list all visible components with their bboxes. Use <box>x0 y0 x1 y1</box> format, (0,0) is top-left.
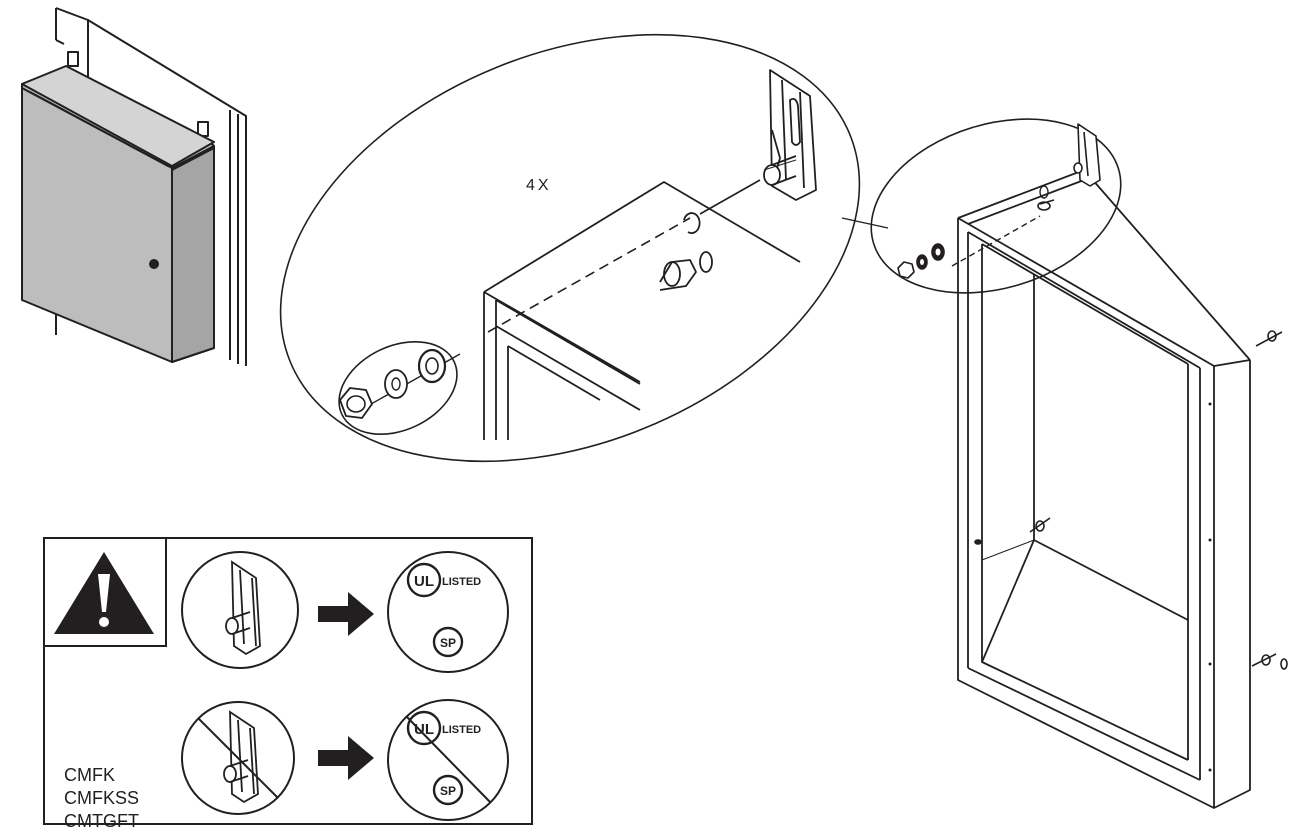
enclosure-frame-illustration <box>870 118 1288 809</box>
hex-nut <box>339 387 373 419</box>
certification-warning-panel <box>43 537 533 825</box>
ul-listed-mark <box>406 562 442 598</box>
model-number-list: CMFK CMFKSS CMTGFT <box>64 764 174 833</box>
arrow-right-icon <box>318 592 374 636</box>
warning-triangle-icon <box>54 552 154 634</box>
unapproved-bracket-icon <box>223 710 259 804</box>
mounting-bracket <box>763 69 817 201</box>
detail-ellipse <box>279 33 861 463</box>
ul-mark-text: UL <box>414 721 434 738</box>
csa-mark-text: SP <box>440 784 456 798</box>
ul-mark-text: UL <box>414 573 434 590</box>
quantity-label: 4X <box>526 177 552 194</box>
prohibited-slash-icon <box>405 715 491 803</box>
fastener-ellipse <box>338 340 458 436</box>
ul-listed-mark <box>406 710 442 746</box>
arrow-right-icon <box>318 736 374 780</box>
model-number: CMTGFT <box>64 811 139 831</box>
mounted-enclosure-illustration <box>21 7 247 366</box>
ul-listed-text: LISTED <box>442 576 481 588</box>
csa-mark-text: SP <box>440 636 456 650</box>
unapproved-bracket-circle <box>181 701 295 815</box>
not-certified-marks-circle <box>387 699 509 821</box>
flat-washer <box>417 348 447 384</box>
small-detail-ellipse <box>870 118 1122 294</box>
lock-washer <box>384 369 408 399</box>
warning-panel-border <box>43 537 533 825</box>
hardware-detail-callout <box>279 33 889 463</box>
csa-mark <box>432 626 464 658</box>
csa-mark <box>432 774 464 806</box>
model-number: CMFKSS <box>64 788 140 808</box>
approved-bracket-circle <box>181 551 299 669</box>
certified-marks-circle <box>387 551 509 673</box>
prohibited-slash-icon <box>197 717 279 799</box>
ul-listed-text: LISTED <box>442 724 481 736</box>
approved-bracket-icon <box>225 560 261 656</box>
model-number: CMFK <box>64 765 115 785</box>
